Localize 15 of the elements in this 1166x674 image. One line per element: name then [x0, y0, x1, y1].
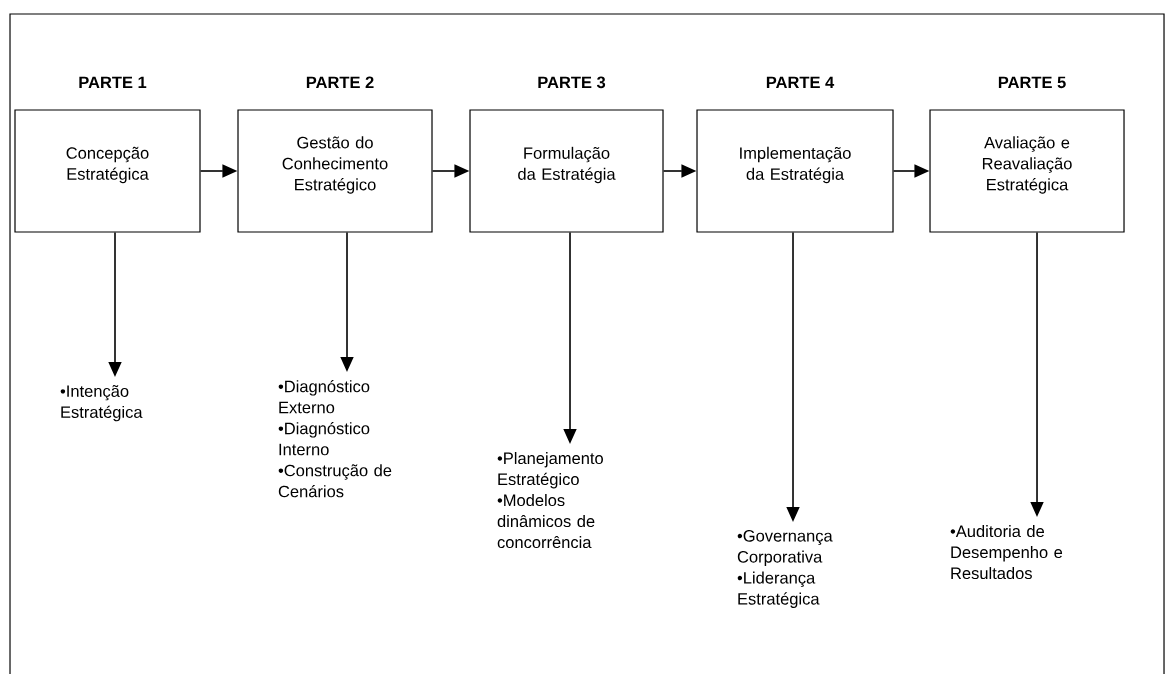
bullet-list: •Diagnóstico Externo •Diagnóstico Interno •Construção de Cenários	[278, 380, 392, 498]
node-label: PARTE 5	[998, 76, 1066, 89]
node-label: PARTE 3	[538, 76, 606, 89]
bullet-list: •Intenção Estratégica	[60, 385, 143, 422]
process-box: PARTE 2 Gestão do Conhecimento Estratégico	[237, 76, 433, 233]
node-label: PARTE 2	[306, 76, 374, 88]
process-box: PARTE 3 Formulação da Estratégia	[469, 76, 664, 233]
bullet-list: •Auditoria de Desempenho e Resultados	[950, 525, 1063, 580]
bullet-list: •Governança Corporativa •Liderança Estratégica	[737, 530, 833, 608]
bullet-list: •Planejamento Estratégico •Modelos dinâmicos de concorrência	[497, 452, 603, 549]
process-box: PARTE 5 Avaliação e Reavaliação Estratégica	[929, 76, 1125, 233]
process-box: PARTE 1 Concepção Estratégica	[14, 76, 201, 233]
node-label: PARTE 1	[79, 76, 147, 88]
node-label: PARTE 4	[766, 76, 835, 88]
process-box: PARTE 4 Implementação da Estratégia	[696, 76, 894, 233]
